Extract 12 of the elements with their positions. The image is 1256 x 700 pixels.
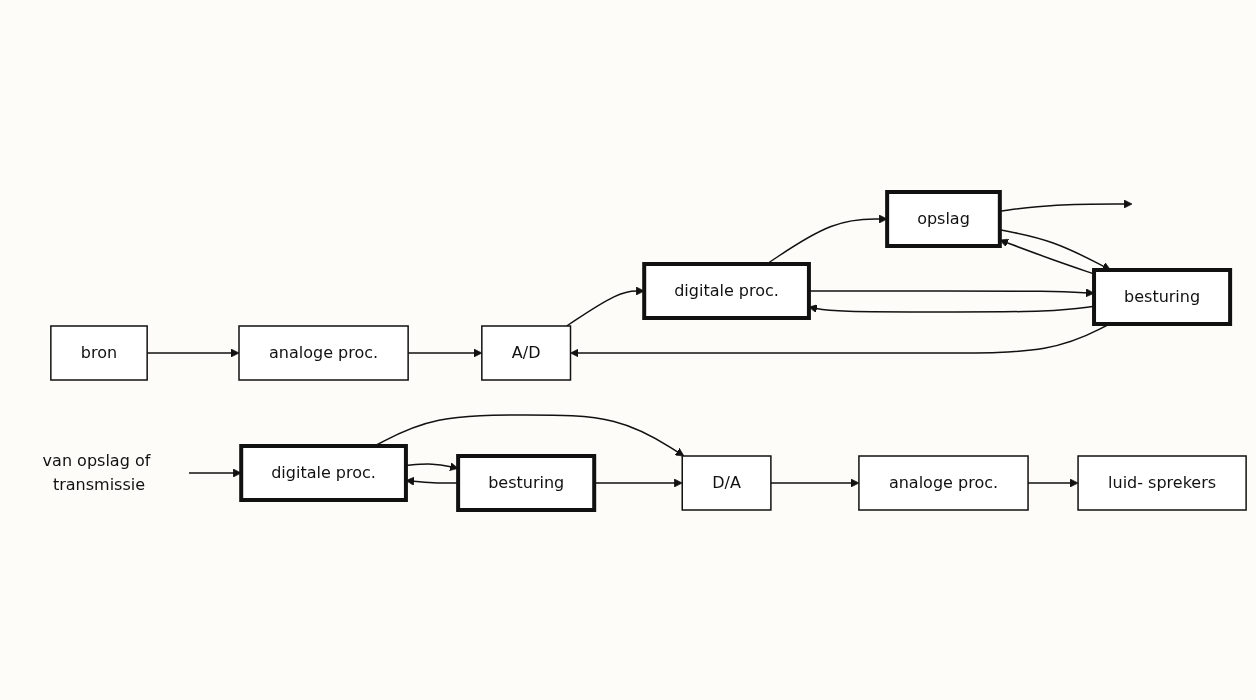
node-box: opslag	[885, 189, 1003, 248]
node-box: luid- sprekers	[1077, 454, 1248, 511]
node-box: analoge proc.	[238, 324, 410, 381]
node-box: besturing	[1092, 267, 1233, 326]
node-box: digitale proc.	[642, 261, 812, 320]
node-box: A/D	[481, 324, 572, 381]
node-box: analoge proc.	[858, 454, 1030, 511]
node-box: besturing	[456, 453, 597, 512]
node-text: van opslag of transmissie	[43, 450, 151, 494]
node-box: digitale proc.	[239, 443, 409, 502]
node-box: bron	[50, 324, 149, 381]
node-box: D/A	[681, 454, 773, 511]
